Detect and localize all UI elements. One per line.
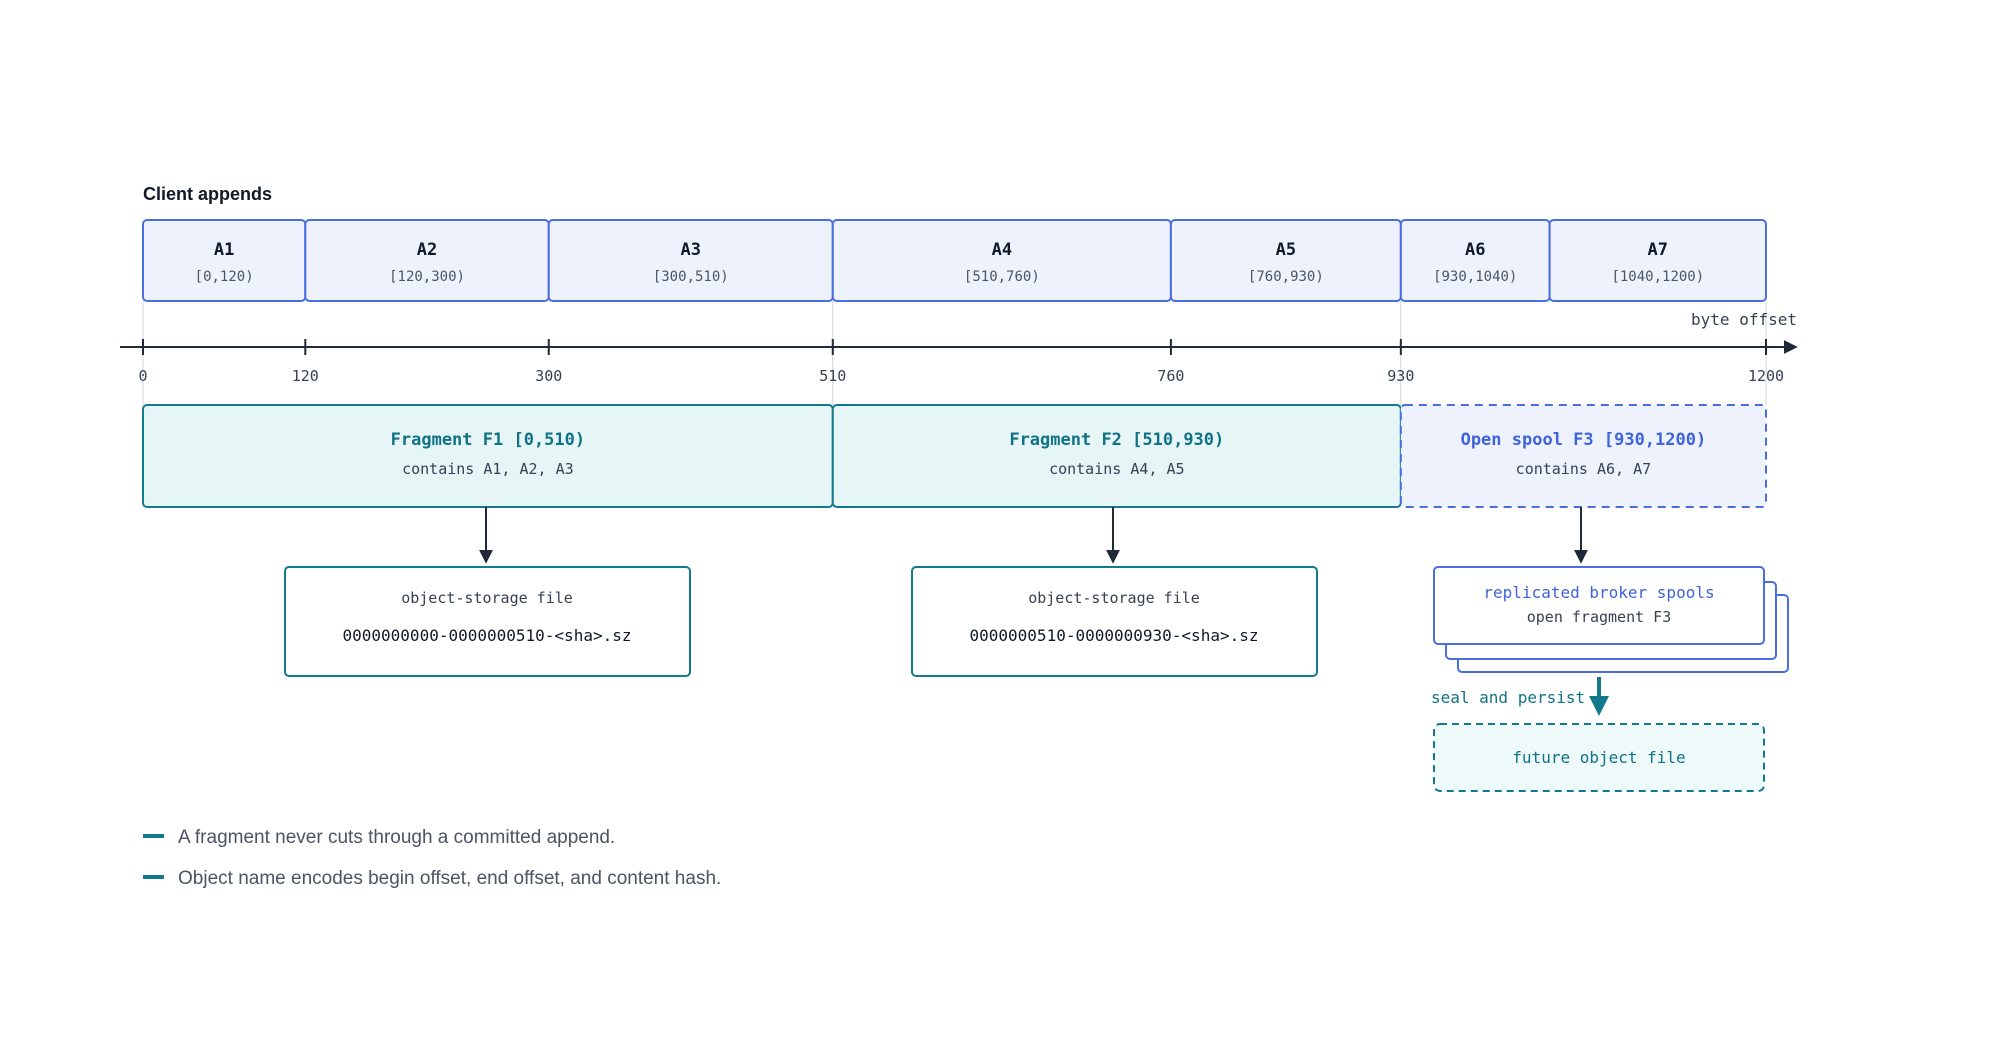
fragment-arrows (479, 507, 1588, 564)
append-box (1399, 219, 1551, 302)
future-object-file: future object file (1433, 723, 1765, 792)
append-range: [120,300) (389, 269, 465, 285)
append-name: A6 (1465, 240, 1485, 260)
tick-label: 510 (819, 367, 846, 385)
append-name: A4 (992, 240, 1012, 260)
byte-offset-axis: byte offset 0 120 300 510 760 930 1200 (120, 310, 1798, 385)
axis-ticks: 0 120 300 510 760 930 1200 (138, 339, 1784, 385)
fragment-f2: Fragment F2 [510,930) contains A4, A5 (831, 404, 1402, 508)
append-range: [760,930) (1248, 269, 1324, 285)
notes-legend: A fragment never cuts through a committe… (143, 827, 721, 889)
append-name: A7 (1648, 240, 1668, 260)
storage-file-1: object-storage file 0000000000-000000051… (284, 566, 691, 677)
append-range: [930,1040) (1433, 269, 1517, 285)
fragment-f1: Fragment F1 [0,510) contains A1, A2, A3 (142, 404, 834, 508)
tick-label: 930 (1387, 367, 1414, 385)
append-name: A2 (417, 240, 437, 260)
fragment-contains: contains A4, A5 (1049, 460, 1184, 478)
append-range: [1040,1200) (1611, 269, 1704, 285)
note-2: Object name encodes begin offset, end of… (178, 868, 721, 889)
fragment-contains: contains A6, A7 (1516, 460, 1651, 478)
append-a3: A3 [300,510) (547, 219, 834, 302)
open-spool-f3: Open spool F3 [930,1200) contains A6, A7 (1399, 404, 1767, 508)
fragment-contains: contains A1, A2, A3 (402, 460, 574, 478)
append-box (831, 219, 1172, 302)
seal-label: seal and persist (1431, 688, 1585, 707)
tick-label: 1200 (1748, 367, 1784, 385)
spool-layer-front (1433, 566, 1765, 645)
client-appends-row: A1 [0,120) A2 [120,300) A3 [300,510) A4 [510,76… (142, 219, 1767, 302)
append-range: [300,510) (653, 269, 729, 285)
future-file-label: future object file (1512, 748, 1685, 767)
append-range: [510,760) (964, 269, 1040, 285)
section-title: Client appends (143, 184, 272, 204)
tick-label: 760 (1157, 367, 1184, 385)
append-box (547, 219, 834, 302)
append-a4: A4 [510,760) (831, 219, 1172, 302)
append-box (1548, 219, 1767, 302)
storage-file-1-label: object-storage file (401, 589, 573, 607)
append-box (1169, 219, 1402, 302)
append-name: A5 (1276, 240, 1296, 260)
fragment-box (831, 404, 1402, 508)
fragment-title: Fragment F2 [510,930) (1009, 430, 1224, 450)
append-box (142, 219, 307, 302)
append-a1: A1 [0,120) (142, 219, 307, 302)
append-a6: A6 [930,1040) (1399, 219, 1551, 302)
append-a7: A7 [1040,1200) (1548, 219, 1767, 302)
fragment-box (142, 404, 834, 508)
spools-title: replicated broker spools (1483, 583, 1714, 602)
append-a2: A2 [120,300) (304, 219, 550, 302)
spools-subtitle: open fragment F3 (1527, 608, 1672, 626)
seal-and-persist: seal and persist (1431, 677, 1609, 716)
tick-label: 120 (292, 367, 319, 385)
fragment-box (1399, 404, 1767, 508)
append-name: A3 (681, 240, 701, 260)
storage-file-1-name: 0000000000-0000000510-<sha>.sz (343, 626, 632, 645)
tick-label: 300 (535, 367, 562, 385)
fragment-title: Fragment F1 [0,510) (391, 430, 585, 450)
axis-label: byte offset (1691, 310, 1797, 329)
fragment-title: Open spool F3 [930,1200) (1461, 430, 1707, 450)
append-box (304, 219, 550, 302)
tick-label: 0 (138, 367, 147, 385)
storage-file-2-name: 0000000510-0000000930-<sha>.sz (970, 626, 1259, 645)
fragments-row: Fragment F1 [0,510)contains A1, A2, A3Fr… (142, 404, 1767, 508)
append-a5: A5 [760,930) (1169, 219, 1402, 302)
broker-spools-stack: replicated broker spools open fragment F… (1433, 566, 1789, 673)
note-1: A fragment never cuts through a committe… (178, 827, 615, 848)
append-name: A1 (214, 240, 234, 260)
offset-guides (142, 301, 1767, 405)
append-range: [0,120) (195, 269, 254, 285)
storage-file-2: object-storage file 0000000510-000000093… (911, 566, 1318, 677)
storage-file-2-label: object-storage file (1028, 589, 1200, 607)
